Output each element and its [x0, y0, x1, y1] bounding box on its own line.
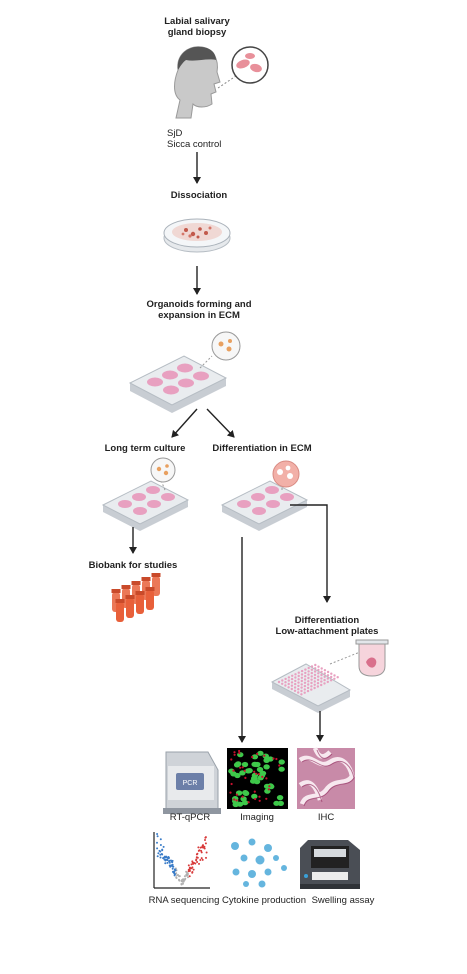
tube	[135, 591, 145, 614]
arrow-to-long-term	[171, 408, 198, 438]
differentiation-ecm-plate-icon	[220, 460, 309, 531]
rtqpcr-label: RT-qPCR	[169, 812, 211, 823]
cytokine-dots-icon	[231, 838, 287, 888]
biopsy-magnifier-icon	[217, 46, 269, 89]
pcr-screen-label: PCR	[183, 780, 198, 787]
dissociation-label: Dissociation	[170, 190, 228, 201]
ihc-micrograph	[297, 747, 355, 809]
organoids-label-line2: expansion in ECM	[158, 310, 240, 321]
imaging-label: Imaging	[240, 812, 274, 823]
tube	[125, 595, 135, 618]
long-term-label: Long term culture	[104, 443, 186, 454]
organoid-culture-plate-icon	[128, 331, 241, 413]
tube	[145, 587, 155, 610]
pcr-machine-icon: PCR	[163, 751, 221, 814]
biopsy-title-line2: gland biopsy	[167, 27, 227, 38]
biopsy-title: Labial salivary gland biopsy	[164, 16, 229, 38]
human-head-icon	[174, 46, 221, 119]
group-sicca: Sicca control	[167, 139, 222, 150]
volcano-plot-icon	[153, 832, 210, 889]
patient-groups: SjD Sicca control	[167, 128, 221, 150]
low-attachment-plate-icon	[270, 663, 352, 713]
arrow-to-diff-ecm	[206, 408, 235, 438]
swelling-label: Swelling assay	[311, 895, 375, 906]
diff-low-label-line1: Differentiation	[294, 615, 360, 626]
rnaseq-label: RNA sequencing	[148, 895, 220, 906]
diff-low-label-line2: Low-attachment plates	[275, 626, 379, 637]
biopsy-title-line1: Labial salivary	[164, 16, 230, 27]
group-sjd: SjD	[167, 128, 183, 139]
organoids-label: Organoids forming and expansion in ECM	[146, 299, 251, 321]
swelling-assay-instrument-icon	[300, 840, 360, 889]
petri-dish-icon	[163, 218, 231, 253]
differentiation-tube-icon	[329, 639, 389, 677]
biobank-tubes-icon	[111, 573, 161, 622]
long-term-plate-icon	[101, 457, 190, 531]
arrow-to-low-attachment	[290, 504, 331, 603]
biobank-label: Biobank for studies	[88, 560, 178, 571]
tube	[115, 599, 125, 622]
imaging-micrograph	[227, 748, 288, 809]
cytokine-label: Cytokine production	[222, 895, 306, 906]
ihc-label: IHC	[317, 812, 335, 823]
diff-low-label: Differentiation Low-attachment plates	[276, 615, 379, 637]
diff-ecm-label: Differentiation in ECM	[212, 443, 312, 454]
organoids-label-line1: Organoids forming and	[146, 299, 252, 310]
